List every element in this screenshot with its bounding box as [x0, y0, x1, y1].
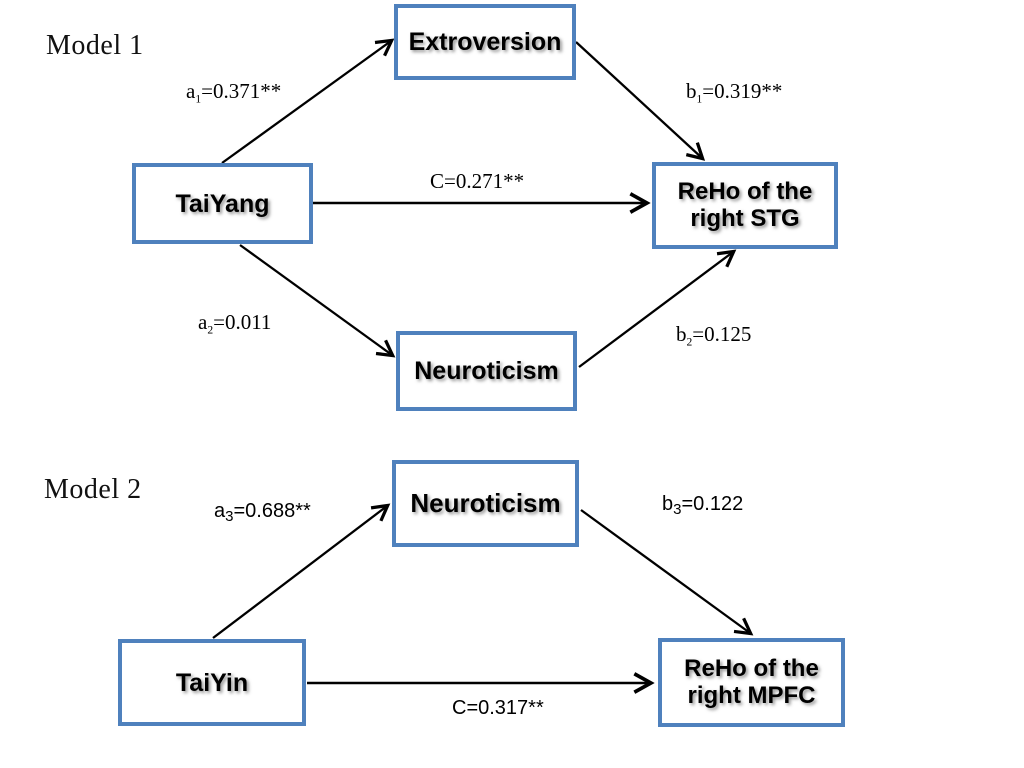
- path-label-b3: b3=0.122: [662, 493, 744, 519]
- label-base: a: [186, 79, 196, 103]
- arrow-neuroticism-stg: [578, 252, 733, 368]
- node-taiyin: TaiYin: [118, 639, 306, 726]
- label-value: =0.125: [692, 322, 752, 346]
- label-subscript: 3: [225, 508, 234, 526]
- label-base: b: [662, 493, 674, 515]
- label-base: a: [214, 500, 226, 522]
- label-subscript: 1: [696, 93, 703, 106]
- label-subscript: 2: [686, 336, 693, 349]
- label-base: b: [676, 322, 687, 346]
- label-base: a: [198, 310, 208, 334]
- path-label-b1: b1=0.319**: [686, 79, 783, 106]
- label-value: =0.319**: [702, 79, 783, 103]
- node-taiyang: TaiYang: [132, 163, 313, 244]
- label-value: =0.688**: [233, 500, 311, 522]
- path-label-a1: a1=0.371**: [186, 79, 282, 106]
- node-neuroticism-model1: Neuroticism: [396, 331, 577, 411]
- label-value: =0.122: [681, 493, 744, 515]
- path-label-c-model1: C=0.271**: [430, 169, 525, 193]
- label-value: =0.011: [213, 310, 272, 334]
- path-label-c-model2: C=0.317**: [452, 697, 544, 719]
- label-base: b: [686, 79, 697, 103]
- path-label-a2: a2=0.011: [198, 310, 272, 337]
- arrow-extroversion-stg: [575, 41, 702, 158]
- arrow-taiyin-neuroticism: [212, 506, 387, 639]
- label-subscript: 3: [673, 501, 682, 519]
- arrow-taiyang-neuroticism: [239, 244, 392, 355]
- label-subscript: 1: [195, 93, 202, 106]
- node-reho-right-mpfc: ReHo of the right MPFC: [658, 638, 845, 727]
- node-reho-right-stg: ReHo of the right STG: [652, 162, 838, 249]
- path-label-a3: a3=0.688**: [214, 500, 311, 526]
- label-value: =0.371**: [201, 79, 282, 103]
- label-subscript: 2: [207, 324, 214, 337]
- node-extroversion: Extroversion: [394, 4, 576, 80]
- arrow-neuroticism-mpfc: [580, 509, 750, 633]
- node-neuroticism-model2: Neuroticism: [392, 460, 579, 547]
- model-1-title: Model 1: [46, 30, 144, 61]
- path-label-b2: b2=0.125: [676, 322, 752, 349]
- model-2-title: Model 2: [44, 474, 142, 505]
